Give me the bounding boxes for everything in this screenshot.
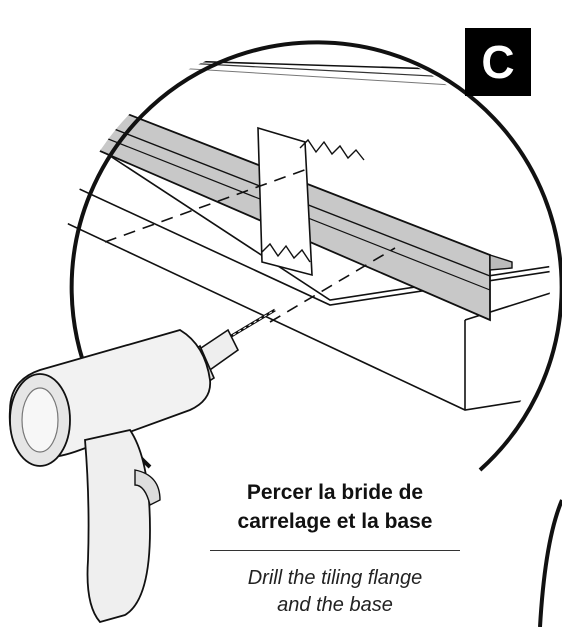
drill-icon [8, 308, 276, 624]
tape-torn-bottom [261, 242, 311, 263]
tape-torn-top [299, 138, 365, 161]
caption-english-line-1: Drill the tiling flange [247, 567, 423, 589]
magnifier-circle [69, 40, 562, 472]
caption-french-line-2: carrelage et la base [237, 510, 433, 533]
caption-divider [210, 550, 460, 551]
magnified-view [60, 59, 550, 411]
drill-axis-dashed-line-2 [269, 247, 396, 323]
masking-tape [257, 126, 313, 277]
caption-french-line-1: Percer la bride de [246, 481, 424, 504]
drill-axis-dashed-line [104, 167, 311, 243]
second-circle-arc [538, 499, 562, 627]
step-letter-badge: C [465, 28, 531, 96]
flange-lip [489, 254, 513, 271]
caption: Percer la bride de carrelage et la base … [190, 478, 480, 619]
caption-english-line-2: and the base [277, 594, 393, 616]
